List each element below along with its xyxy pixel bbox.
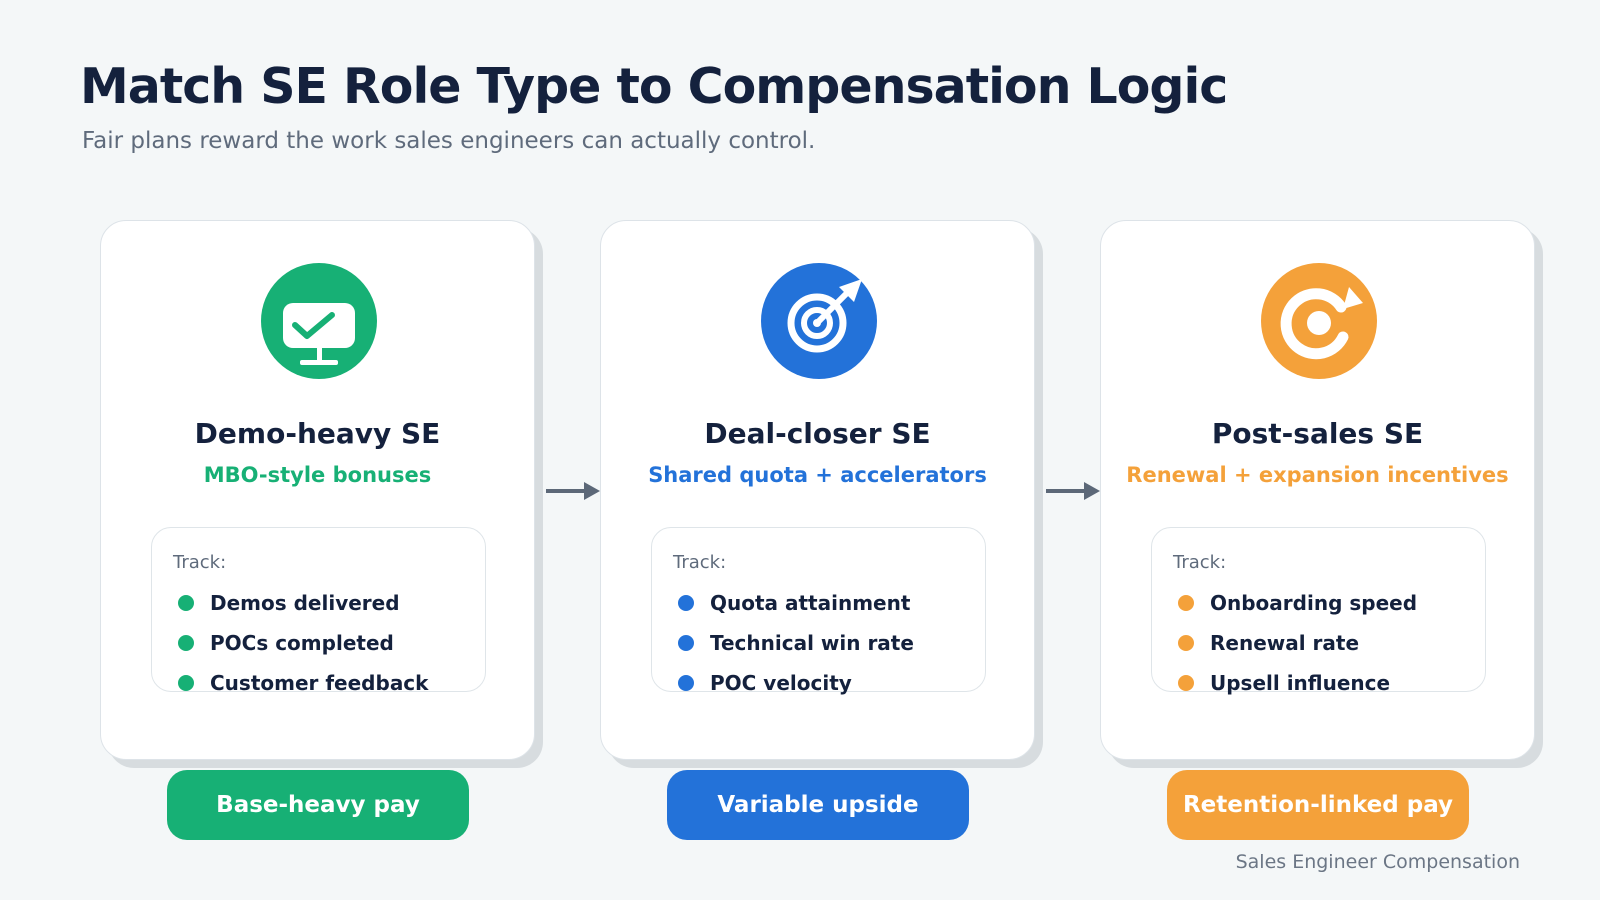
monitor-check-icon bbox=[261, 263, 377, 379]
track-item-label: Customer feedback bbox=[210, 671, 429, 695]
track-label: Track: bbox=[1173, 552, 1227, 573]
role-card-post-sales: Post-sales SE Renewal + expansion incent… bbox=[1100, 220, 1535, 760]
compensation-type: Renewal + expansion incentives bbox=[1126, 463, 1509, 487]
track-item-label: Demos delivered bbox=[210, 591, 400, 615]
track-item: POCs completed bbox=[178, 631, 394, 655]
track-item: Technical win rate bbox=[678, 631, 914, 655]
track-item: Customer feedback bbox=[178, 671, 428, 695]
track-item: Upsell influence bbox=[1178, 671, 1390, 695]
track-label: Track: bbox=[673, 552, 727, 573]
footer-caption: Sales Engineer Compensation bbox=[1235, 851, 1520, 873]
track-item-label: Upsell influence bbox=[1210, 671, 1391, 695]
bullet-dot bbox=[178, 635, 194, 651]
bullet-dot bbox=[1178, 635, 1194, 651]
pay-type-badge: Variable upside bbox=[667, 770, 969, 840]
bullet-dot bbox=[678, 635, 694, 651]
track-item-label: POC velocity bbox=[710, 671, 852, 695]
role-name: Demo-heavy SE bbox=[194, 417, 441, 450]
pay-type-badge: Retention-linked pay bbox=[1167, 770, 1469, 840]
track-item-label: POCs completed bbox=[210, 631, 394, 655]
track-box: Track: Quota attainment Technical win ra… bbox=[651, 527, 986, 695]
track-item: POC velocity bbox=[678, 671, 852, 695]
role-name: Deal-closer SE bbox=[704, 417, 931, 450]
bullet-dot bbox=[1178, 675, 1194, 691]
bullet-dot bbox=[178, 675, 194, 691]
target-arrow-icon bbox=[761, 263, 877, 379]
track-box: Track: Onboarding speed Renewal rate Ups… bbox=[1151, 527, 1486, 695]
track-box: Track: Demos delivered POCs completed Cu… bbox=[151, 527, 486, 695]
arrow-right-icon bbox=[1046, 482, 1100, 500]
renewal-cycle-icon bbox=[1261, 263, 1377, 379]
track-item-label: Technical win rate bbox=[710, 631, 914, 655]
role-card-demo-heavy: Demo-heavy SE MBO-style bonuses Track: D… bbox=[100, 220, 535, 760]
bullet-dot bbox=[178, 595, 194, 611]
compensation-type: Shared quota + accelerators bbox=[648, 463, 987, 487]
track-item: Demos delivered bbox=[178, 591, 400, 615]
track-item-label: Onboarding speed bbox=[1210, 591, 1418, 615]
page-subtitle: Fair plans reward the work sales enginee… bbox=[82, 128, 816, 154]
track-item-label: Renewal rate bbox=[1210, 631, 1360, 655]
track-item: Onboarding speed bbox=[1178, 591, 1417, 615]
track-label: Track: bbox=[173, 552, 227, 573]
bullet-dot bbox=[678, 675, 694, 691]
arrow-right-icon bbox=[546, 482, 600, 500]
compensation-type: MBO-style bonuses bbox=[203, 463, 432, 487]
role-card-deal-closer: Deal-closer SE Shared quota + accelerato… bbox=[600, 220, 1035, 760]
track-item: Quota attainment bbox=[678, 591, 910, 615]
track-item-label: Quota attainment bbox=[710, 591, 911, 615]
track-item: Renewal rate bbox=[1178, 631, 1359, 655]
bullet-dot bbox=[1178, 595, 1194, 611]
bullet-dot bbox=[678, 595, 694, 611]
role-name: Post-sales SE bbox=[1211, 417, 1424, 450]
page-title: Match SE Role Type to Compensation Logic bbox=[80, 58, 1228, 115]
pay-type-badge: Base-heavy pay bbox=[167, 770, 469, 840]
